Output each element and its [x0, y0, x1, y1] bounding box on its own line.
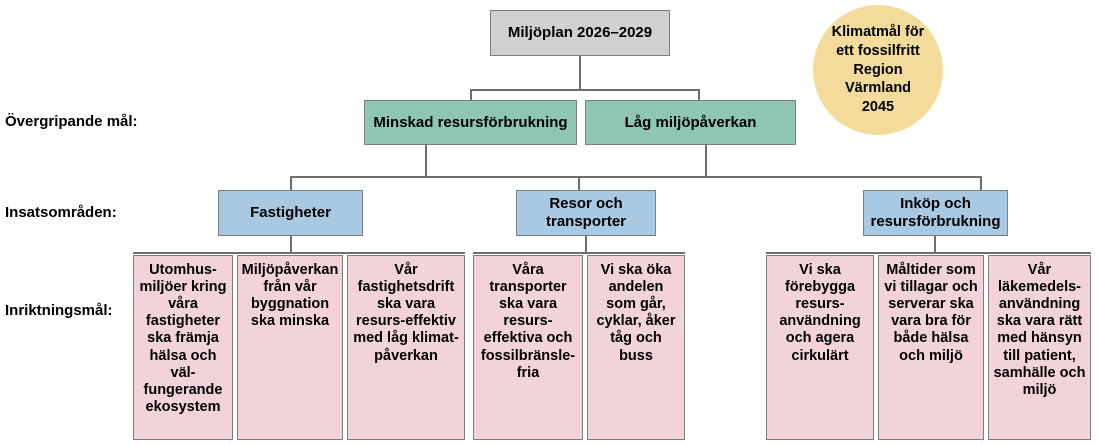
connector-root-stem [579, 56, 581, 91]
climate-goal-circle[interactable]: Klimatmål för ett fossilfritt Region Vär… [813, 5, 943, 135]
direction-goal-node-5[interactable]: Vi ska öka andelen som går, cyklar, åker… [587, 255, 685, 440]
connector-group-1-bar [133, 252, 465, 254]
direction-goal-node-2[interactable]: Miljöpåverkan från vår byggnation ska mi… [237, 255, 343, 440]
connector-area-3-down [934, 236, 936, 254]
connector-root-bus [470, 89, 700, 91]
row-label-overall-goals: Övergripande mål: [5, 113, 138, 130]
connector-area-3-stem [980, 176, 982, 190]
direction-goal-node-8[interactable]: Vår läkemedels-användning ska vara rätt … [988, 255, 1091, 440]
connector-goal-1-down [425, 145, 427, 178]
connector-goal-2-down [705, 145, 707, 178]
connector-group-2-bar [473, 252, 685, 254]
connector-group-3-bar [766, 252, 1091, 254]
connector-areas-bus [290, 176, 982, 178]
connector-goal-2-stem [698, 89, 700, 101]
connector-area-2-stem [578, 176, 580, 190]
direction-goal-node-6[interactable]: Vi ska förebygga resurs-användning och a… [766, 255, 874, 440]
connector-area-2-down [585, 236, 587, 254]
connector-goal-1-stem [470, 89, 472, 101]
overall-goal-node-1[interactable]: Minskad resursförbrukning [364, 100, 577, 145]
direction-goal-node-3[interactable]: Vår fastighetsdrift ska vara resurs-effe… [347, 255, 465, 440]
connector-area-1-stem [290, 176, 292, 190]
direction-goal-node-4[interactable]: Våra transporter ska vara resurs-effekti… [473, 255, 583, 440]
direction-goal-node-1[interactable]: Utomhus-miljöer kring våra fastigheter s… [133, 255, 233, 440]
row-label-focus-areas: Insatsområden: [5, 204, 117, 221]
row-label-direction-goals: Inriktningsmål: [5, 302, 113, 319]
connector-area-1-down [290, 236, 292, 254]
root-node-miljoplan[interactable]: Miljöplan 2026–2029 [490, 10, 670, 56]
overall-goal-node-2[interactable]: Låg miljöpåverkan [585, 100, 796, 145]
focus-area-node-resor-transporter[interactable]: Resor och transporter [516, 190, 656, 236]
direction-goal-node-7[interactable]: Måltider som vi tillagar och serverar sk… [878, 255, 984, 440]
focus-area-node-fastigheter[interactable]: Fastigheter [218, 190, 363, 236]
focus-area-node-inkop-resursforbrukning[interactable]: Inköp och resursförbrukning [863, 190, 1008, 236]
